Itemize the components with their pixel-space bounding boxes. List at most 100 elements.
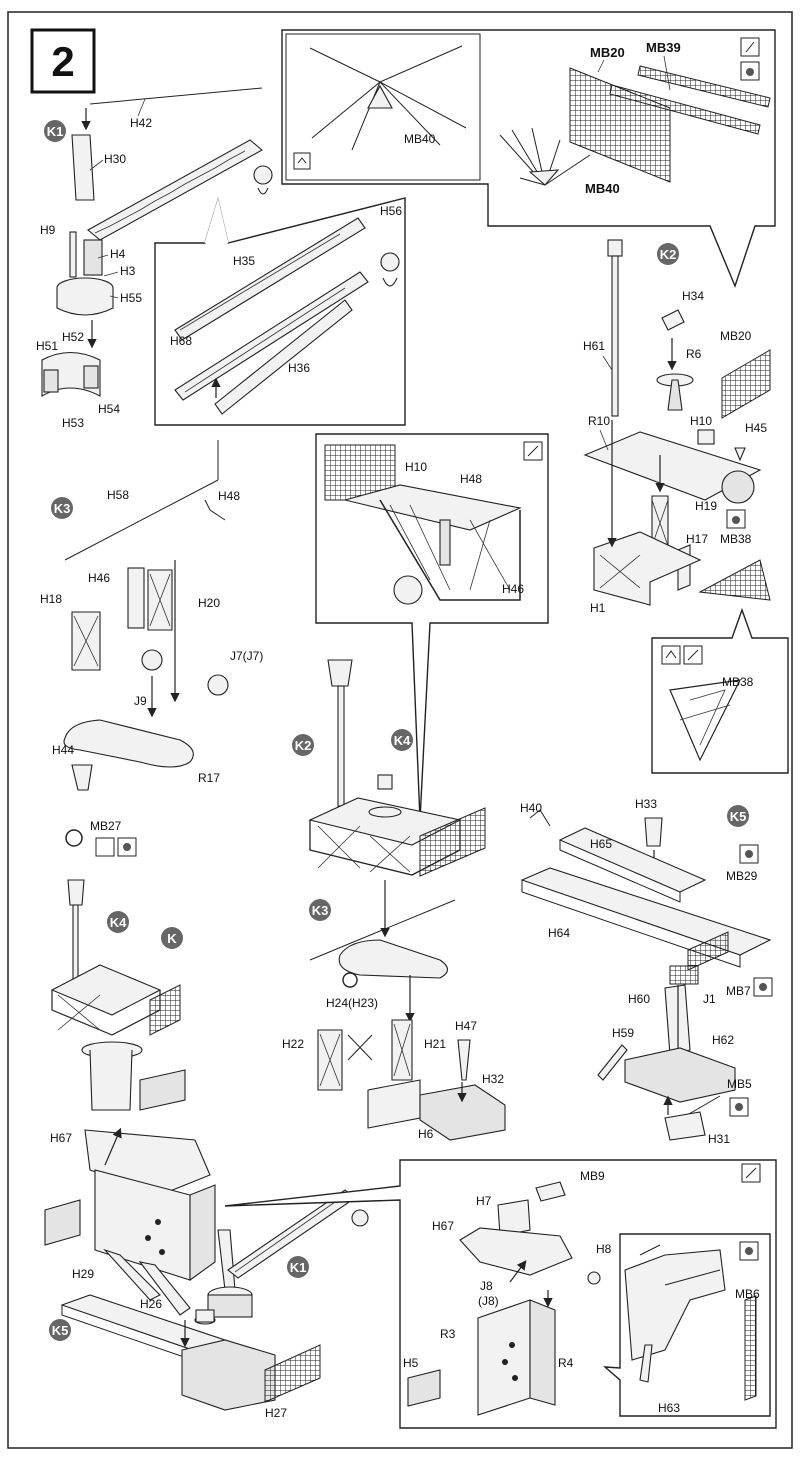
label-h31: H31 [708,1132,730,1146]
label-r6: R6 [686,347,702,361]
part-mb9 [535,1181,566,1202]
part-hook-pulley [253,165,273,185]
part-mb40-fan [499,127,591,186]
part-h9 [69,231,77,278]
badge-k3-left: K3 [54,501,71,516]
label-h20: H20 [198,596,220,610]
paint-icon [746,68,754,76]
label-r10: R10 [588,414,610,428]
label-h53: H53 [62,416,84,430]
glue-icon [745,41,755,53]
callout-photoetch-railings: MB40 MB20 MB39 MB40 [281,29,776,288]
badge-k-left: K [167,931,177,946]
subassembly-hull-base: H67 H29 H26 K1 K5 H27 [44,1127,369,1420]
part-h42-rod [89,87,263,105]
label-j7: J7(J7) [230,649,263,663]
callout-mb38-fold: MB38 [651,607,789,774]
label-r4: R4 [558,1356,574,1370]
label-h34: H34 [682,289,704,303]
label-h24: H24(H23) [326,996,378,1010]
part-j1 [669,965,699,985]
label-h5: H5 [403,1356,419,1370]
part-h61-pole [611,255,619,417]
label-h67-a: H67 [50,1131,72,1145]
part-r4 [529,1299,556,1406]
step-number-box: 2 [30,28,96,94]
label-j8b: (J8) [478,1294,499,1308]
subassembly-k1-crane: K1 H42 H30 H9 H4 H3 H55 H52 H51 H54 H53 [36,87,273,430]
part-mb38 [698,559,771,601]
part-h26 [138,1261,191,1316]
label-h51: H51 [36,339,58,353]
label-mb5: MB5 [727,1077,752,1091]
label-mb6: MB6 [735,1287,760,1301]
part-h47 [457,1039,471,1081]
label-mb38-b: MB38 [722,675,754,689]
label-h33: H33 [635,797,657,811]
badge-k1-top: K1 [47,124,64,139]
label-mb39: MB39 [646,40,681,55]
part-h6 [367,1079,421,1129]
part-mb27-ring [65,829,83,847]
label-h18: H18 [40,592,62,606]
label-h62: H62 [712,1033,734,1047]
part-r10-deck [583,431,762,501]
label-h48-b: H48 [460,472,482,486]
label-mb38-a: MB38 [720,532,752,546]
label-h47: H47 [455,1019,477,1033]
label-h8: H8 [596,1242,612,1256]
label-h26: H26 [140,1297,162,1311]
part-h35 [174,217,366,341]
label-h59: H59 [612,1026,634,1040]
label-h22: H22 [282,1037,304,1051]
label-h1: H1 [590,601,606,615]
part-h1-frame [593,531,702,606]
label-r3: R3 [440,1327,456,1341]
label-mb40-b: MB40 [585,181,620,196]
label-h54: H54 [98,402,120,416]
callout-platform-detail: H10 H48 H46 [315,433,549,821]
label-r17: R17 [198,771,220,785]
badge-k1-bottom: K1 [290,1260,307,1275]
subassembly-k3: K3 H58 H48 H46 H20 H18 J9 J7(J7) R17 H44… [40,440,263,857]
part-h10 [697,429,715,445]
label-mb40-a: MB40 [404,132,436,146]
label-h10-a: H10 [690,414,712,428]
part-h5-left [44,1199,81,1246]
part-h46-light [393,575,423,605]
subassembly-k5: K5 H40 H33 H65 MB29 H64 MB7 J1 H60 H59 H… [520,797,773,1146]
part-h46 [127,567,145,629]
part-h53 [43,369,59,393]
label-h9: H9 [40,223,56,237]
label-h42: H42 [130,116,152,130]
part-h4 [83,239,103,276]
part-h67-bridge [459,1227,573,1276]
fold-icon [297,157,307,164]
part-h8 [587,1271,601,1285]
part-center-pole [337,685,345,807]
part-h44 [71,764,93,791]
part-h34 [661,309,685,331]
part-h33 [644,817,663,847]
part-h32 [419,1084,506,1141]
label-j8: J8 [480,1279,493,1293]
part-r17-platform [63,719,194,768]
part-h65 [558,827,707,893]
label-j9: J9 [134,694,147,708]
part-h36 [214,299,353,415]
part-mb7 [687,931,729,971]
label-h56: H56 [380,204,402,218]
label-h36: H36 [288,361,310,375]
label-h45: H45 [745,421,767,435]
label-h19: H19 [695,499,717,513]
label-j1: J1 [703,992,716,1006]
badge-k2-right: K2 [660,247,677,262]
part-h45 [734,447,746,462]
part-h62 [624,1047,736,1103]
badge-k5-bottom: K5 [52,1323,69,1338]
paint-icon-2 [732,516,740,524]
label-h68: H68 [170,334,192,348]
part-h52 [83,365,99,389]
